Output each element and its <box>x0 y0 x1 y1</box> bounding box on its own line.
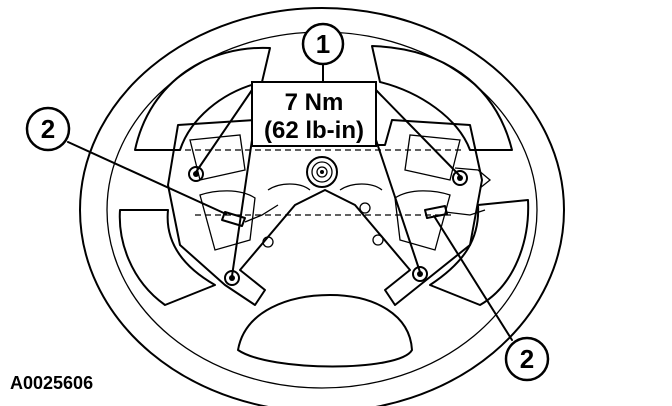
steering-wheel-icon <box>79 7 565 406</box>
callout-2-left-number: 2 <box>41 114 55 144</box>
callout-2-right: 2 <box>504 336 550 382</box>
callout-1-number: 1 <box>316 29 330 59</box>
torque-value-nm: 7 Nm <box>285 89 344 116</box>
callout-2-left: 2 <box>25 106 71 152</box>
torque-value-lbin: (62 lb-in) <box>264 117 364 144</box>
connector-icon <box>221 167 492 227</box>
callout-2-right-number: 2 <box>520 344 534 374</box>
figure-id: A0025606 <box>10 373 93 393</box>
leader-lines <box>67 62 513 341</box>
torque-label-box: 7 Nm (62 lb-in) <box>251 81 377 147</box>
callout-1: 1 <box>301 22 345 66</box>
bolt-icon <box>188 166 468 286</box>
